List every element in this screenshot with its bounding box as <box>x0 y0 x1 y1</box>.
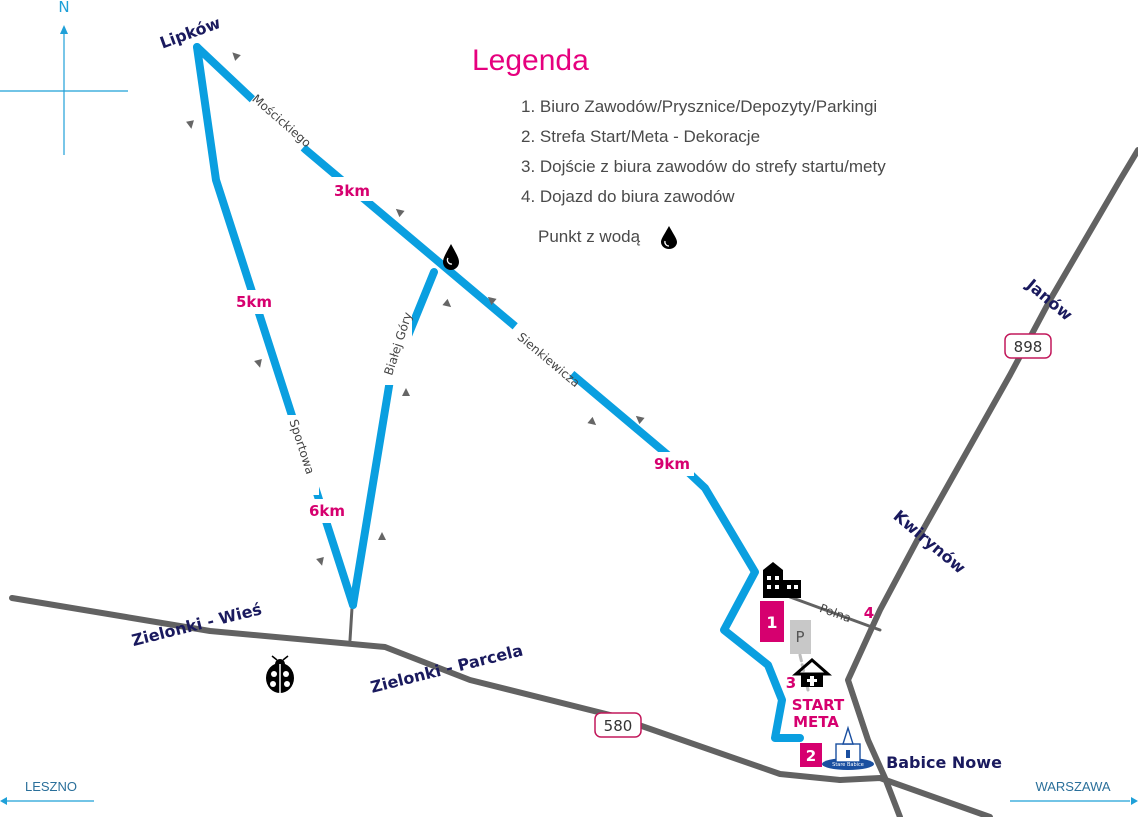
parking-box <box>790 620 811 654</box>
road-zielonki <box>9 595 843 783</box>
marker-2: 2 <box>806 747 816 765</box>
street-polna: Polna <box>818 601 853 625</box>
legend-item-4: 4. Dojazd do biura zawodów <box>521 187 735 206</box>
route-main <box>193 43 804 742</box>
parking-label: P <box>795 628 804 646</box>
road-polna <box>788 595 882 632</box>
ladybug-icon <box>266 655 294 693</box>
direction-leszno-label: LESZNO <box>25 779 77 794</box>
place-lipkow: Lipków <box>157 13 223 53</box>
meta-label: META <box>793 713 839 731</box>
place-babice-nowe: Babice Nowe <box>886 753 1002 772</box>
water-drop-icon <box>443 244 459 270</box>
house-icon <box>792 658 832 687</box>
stare-babice-logo: Stare Babice <box>822 725 874 770</box>
direction-leszno: LESZNO <box>0 779 94 805</box>
direction-warszawa-label: WARSZAWA <box>1035 779 1110 794</box>
legend-title: Legenda <box>472 44 589 77</box>
km-marker-9: 9km <box>654 455 690 473</box>
legend-water-label: Punkt z wodą <box>538 227 641 246</box>
road-to-warszawa <box>837 775 993 817</box>
road-zielonki-link <box>348 606 354 642</box>
marker-1-box <box>760 601 784 642</box>
road-number-898: 898 <box>1014 338 1043 356</box>
marker-2-box <box>800 743 822 767</box>
compass-north-label: N <box>58 0 69 16</box>
road-898 <box>845 147 1138 817</box>
start-label: START <box>792 696 845 714</box>
marker-3: 3 <box>786 674 796 692</box>
km-marker-5: 5km <box>236 293 272 311</box>
place-zielonki-wies: Zielonki - Wieś <box>130 599 264 650</box>
place-janow: Janów <box>1022 275 1076 325</box>
roads <box>9 147 1138 817</box>
km-marker-3: 3km <box>334 182 370 200</box>
legend-water-point: Punkt z wodą <box>538 222 930 252</box>
road-number-580: 580 <box>604 717 633 735</box>
office-building-icon <box>763 562 801 598</box>
direction-arrows <box>186 52 645 566</box>
legend: Legenda 1. Biuro Zawodów/Prysznice/Depoz… <box>470 44 930 252</box>
road-sign-898: 898 <box>1004 333 1052 359</box>
direction-warszawa: WARSZAWA <box>1010 779 1138 805</box>
compass: N <box>0 0 128 155</box>
marker-4: 4 <box>864 604 874 622</box>
km-marker-6: 6km <box>309 502 345 520</box>
road-sign-580: 580 <box>594 712 642 738</box>
legend-item-3: 3. Dojście z biura zawodów do strefy sta… <box>521 157 886 176</box>
logo-caption: Stare Babice <box>832 762 864 768</box>
marker-1: 1 <box>766 613 777 632</box>
legend-item-2: 2. Strefa Start/Meta - Dekoracje <box>521 127 761 146</box>
legend-water-drop-icon <box>661 226 678 249</box>
legend-item-1: 1. Biuro Zawodów/Prysznice/Depozyty/Park… <box>521 97 878 116</box>
